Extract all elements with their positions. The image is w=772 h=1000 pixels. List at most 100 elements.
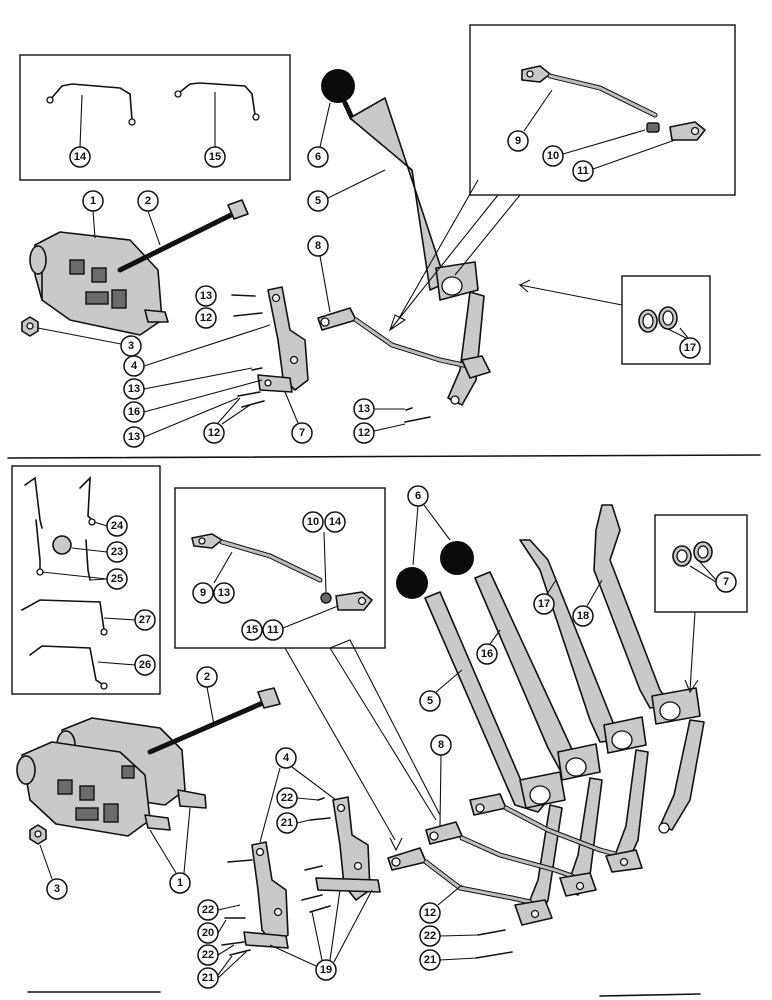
callout-25: 25: [106, 568, 128, 590]
knob-6: [321, 69, 355, 103]
rods-inset-box: [174, 487, 386, 649]
knob-6b: [396, 567, 428, 599]
tube-27: [21, 599, 105, 631]
callout-22d: 22: [419, 925, 441, 947]
callout-16b: 16: [476, 643, 498, 665]
svg-text:2: 2: [145, 195, 151, 207]
svg-text:21: 21: [424, 954, 436, 966]
svg-text:22: 22: [424, 930, 436, 942]
tube-24: [79, 475, 93, 521]
callout-22a: 22: [276, 787, 298, 809]
svg-text:8: 8: [315, 240, 321, 252]
callout-13a: 13: [195, 285, 217, 307]
callout-13b: 13: [123, 378, 145, 400]
callout-15: 15: [204, 146, 226, 168]
callout-5a: 5: [307, 190, 329, 212]
bushing-inset-box: [621, 275, 711, 365]
nut-10: [320, 592, 332, 604]
callout-1b: 1: [169, 872, 191, 894]
callout-21b: 21: [197, 967, 219, 989]
callout-18: 18: [572, 605, 594, 627]
callout-2b: 2: [196, 666, 218, 688]
svg-text:6: 6: [315, 151, 321, 163]
callout-12c: 12: [353, 422, 375, 444]
svg-text:13: 13: [128, 383, 140, 395]
svg-text:13: 13: [200, 290, 212, 302]
bracket-19b: [315, 796, 381, 901]
svg-text:10: 10: [307, 516, 319, 528]
svg-text:12: 12: [424, 907, 436, 919]
svg-text:5: 5: [427, 695, 433, 707]
callout-10a: 10: [542, 145, 564, 167]
svg-text:14: 14: [329, 516, 342, 528]
svg-text:17: 17: [538, 598, 550, 610]
lever-lower-arm: [447, 291, 485, 406]
svg-text:3: 3: [128, 340, 134, 352]
callout-6a: 6: [307, 146, 329, 168]
svg-text:21: 21: [202, 972, 214, 984]
rod-end-9: [191, 533, 223, 549]
svg-text:16: 16: [481, 648, 493, 660]
knob-6c: [440, 541, 474, 575]
control-rod-9: [547, 73, 658, 118]
svg-text:3: 3: [54, 883, 60, 895]
bracket-19a: [243, 841, 289, 949]
plate-7: [257, 374, 293, 393]
callout-23: 23: [106, 541, 128, 563]
clevis-11b: [335, 591, 373, 611]
svg-text:25: 25: [111, 573, 123, 585]
callout-5b: 5: [419, 690, 441, 712]
callout-20: 20: [197, 922, 219, 944]
callout-7b: 7: [715, 571, 737, 593]
callout-14b: 14: [324, 511, 346, 533]
svg-text:18: 18: [577, 610, 589, 622]
rod-inset-box: [469, 24, 736, 196]
clevis-11: [669, 121, 706, 141]
svg-text:22: 22: [202, 904, 214, 916]
callout-24: 24: [106, 515, 128, 537]
svg-text:24: 24: [111, 520, 124, 532]
tube-15: [179, 82, 256, 116]
svg-text:20: 20: [202, 927, 214, 939]
svg-text:17: 17: [684, 342, 696, 354]
tube-inset-box: [19, 54, 291, 181]
jam-nut-10: [646, 122, 660, 133]
svg-text:11: 11: [577, 165, 589, 177]
svg-text:4: 4: [283, 752, 290, 764]
svg-text:2: 2: [204, 671, 210, 683]
callout-26: 26: [134, 654, 156, 676]
callout-14: 14: [69, 146, 91, 168]
callout-2: 2: [137, 190, 159, 212]
section-divider: [7, 454, 761, 459]
bushing-inset-box-b: [654, 514, 748, 613]
callout-13c: 13: [123, 426, 145, 448]
callout-21c: 21: [419, 949, 441, 971]
callout-9b: 9: [192, 582, 214, 604]
callout-3: 3: [120, 335, 142, 357]
svg-text:11: 11: [267, 624, 279, 636]
svg-text:15: 15: [246, 624, 258, 636]
callout-17b: 17: [533, 593, 555, 615]
tie-rod-2b: [147, 699, 268, 755]
callout-12b: 12: [203, 422, 225, 444]
tubes-inset-box: [11, 465, 161, 695]
valve-stack-1: [16, 717, 207, 837]
svg-text:13: 13: [218, 587, 230, 599]
callout-21a: 21: [276, 812, 298, 834]
callout-12a: 12: [195, 307, 217, 329]
callout-12d: 12: [419, 902, 441, 924]
svg-text:4: 4: [131, 360, 138, 372]
svg-text:1: 1: [90, 195, 96, 207]
callout-11b: 11: [262, 619, 284, 641]
svg-text:22: 22: [202, 949, 214, 961]
svg-text:8: 8: [438, 739, 444, 751]
svg-text:15: 15: [209, 151, 221, 163]
svg-text:9: 9: [200, 587, 206, 599]
svg-text:9: 9: [515, 135, 521, 147]
svg-text:12: 12: [358, 427, 370, 439]
control-valve-1: [29, 231, 169, 336]
tee-23: [52, 535, 72, 555]
svg-text:13: 13: [358, 403, 370, 415]
callout-22c: 22: [197, 944, 219, 966]
